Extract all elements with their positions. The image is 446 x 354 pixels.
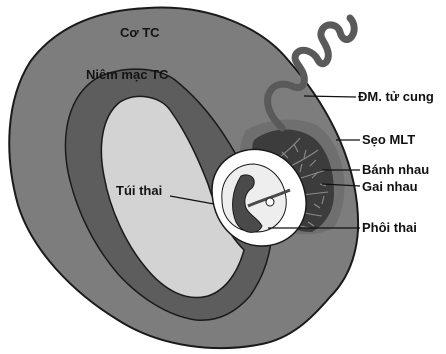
label-phoi-thai: Phôi thai xyxy=(362,220,417,235)
label-gai-nhau: Gai nhau xyxy=(362,179,418,194)
label-niem-mac-tc: Niêm mạc TC xyxy=(86,67,169,82)
yolk-sac xyxy=(266,198,274,206)
label-co-tc: Cơ TC xyxy=(120,25,160,40)
label-seo-mlt: Sẹo MLT xyxy=(362,132,415,147)
label-banh-nhau: Bánh nhau xyxy=(362,162,429,177)
label-dm-tu-cung: ĐM. tử cung xyxy=(358,89,434,104)
label-tui-thai: Túi thai xyxy=(116,183,162,198)
